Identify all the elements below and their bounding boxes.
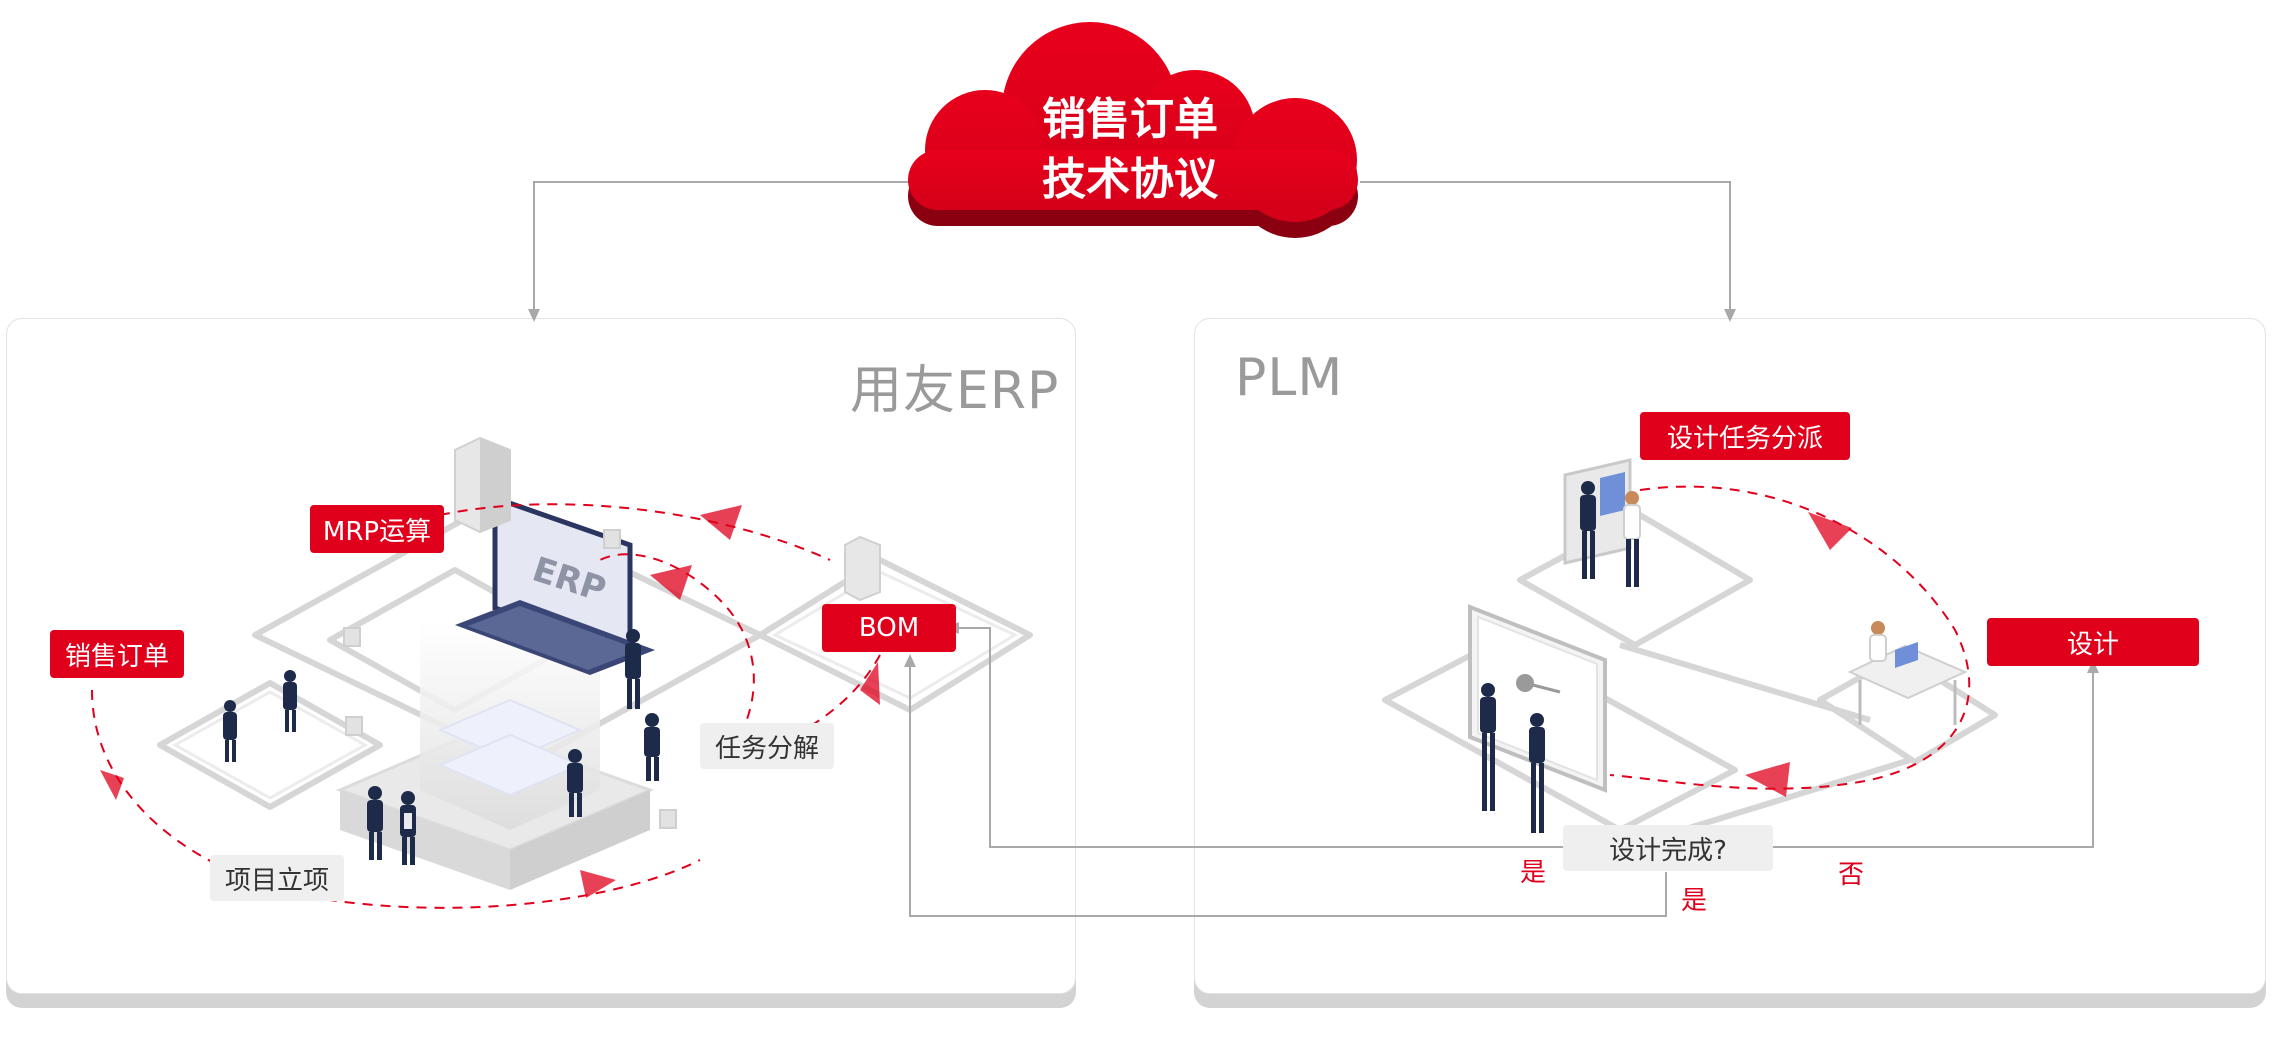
erp-panel-title: 用友ERP — [850, 361, 1060, 421]
people-plm — [1480, 481, 1596, 833]
cloud-line-1: 销售订单 — [1042, 94, 1218, 145]
people-erp — [223, 629, 660, 865]
design-dispatch-tag: 设计任务分派 — [1640, 412, 1850, 460]
no-label: 否 — [1838, 860, 1865, 890]
task-breakdown-tag: 任务分解 — [700, 723, 834, 769]
project-setup-tag: 项目立项 — [210, 855, 344, 901]
design-done-decision: 设计完成? — [1563, 825, 1773, 871]
people-plm-light — [1625, 491, 1885, 635]
erp-tower — [335, 620, 655, 890]
cloud-line-2: 技术协议 — [1042, 154, 1218, 205]
plm-orbit — [1609, 485, 1971, 790]
laptop-illustration — [455, 494, 655, 675]
erp-orbit-arrows — [100, 505, 880, 898]
yes-label-left: 是 — [1520, 858, 1547, 888]
yes-label-bottom: 是 — [1681, 886, 1708, 916]
small-cubes — [343, 529, 677, 829]
plm-orbit-arrows — [1745, 512, 1852, 797]
mrp-tag: MRP运算 — [310, 505, 444, 553]
person-heads-erp — [404, 813, 412, 829]
plm-panel-title: PLM — [1235, 348, 1344, 408]
server-racks — [454, 436, 881, 602]
decision-connectors — [904, 622, 2099, 917]
sales-order-tag: 销售订单 — [50, 630, 184, 678]
design-tag: 设计 — [1987, 618, 2199, 666]
cloud-label: 销售订单 技术协议 — [990, 90, 1270, 210]
cloud-shape — [908, 22, 1358, 238]
cloud-connectors — [528, 181, 1736, 322]
bom-tag: BOM — [822, 604, 956, 652]
plm-boards — [1468, 458, 1632, 793]
